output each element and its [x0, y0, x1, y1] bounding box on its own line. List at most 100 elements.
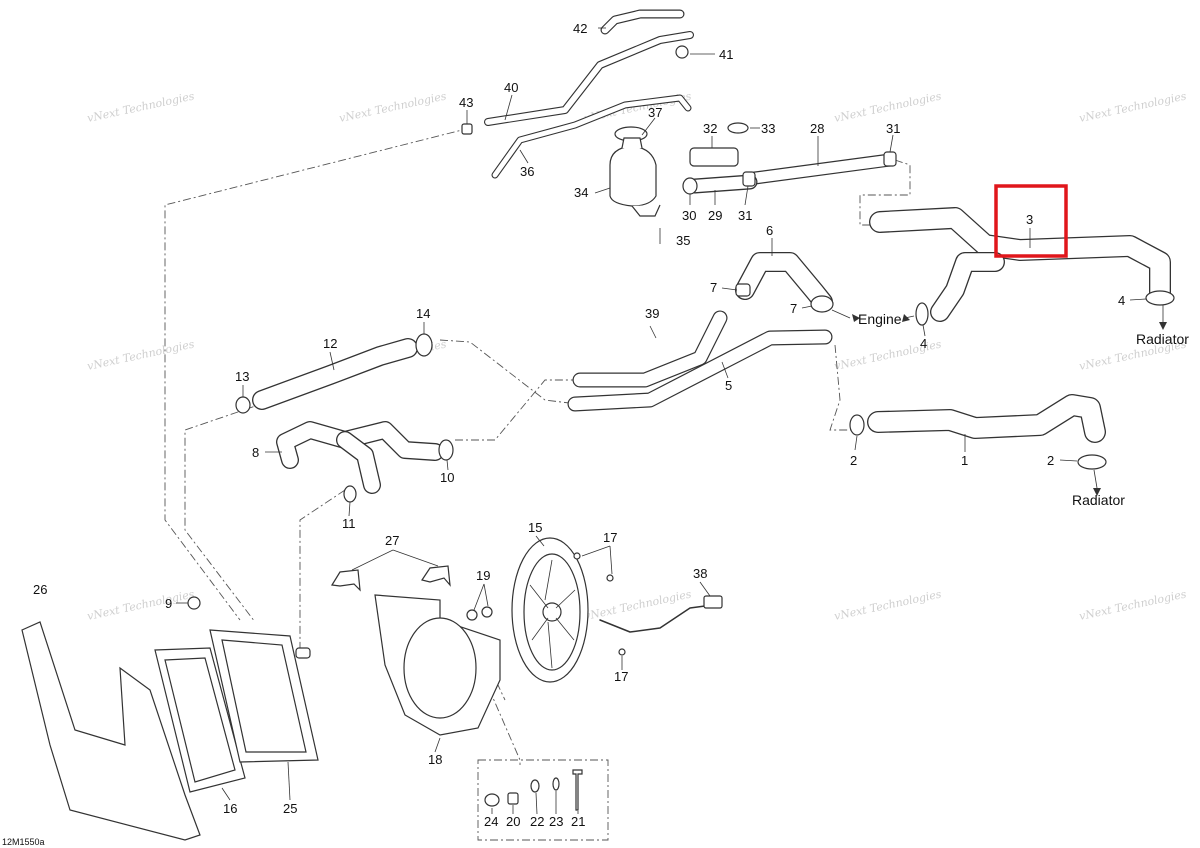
clamp-2 [849, 414, 865, 436]
washer-22 [530, 779, 540, 793]
screw-39 [649, 325, 657, 339]
callout-30[interactable]: 30 [682, 208, 696, 223]
arrow-head [902, 314, 910, 322]
nut-17 [618, 648, 626, 656]
callout-23[interactable]: 23 [549, 814, 563, 829]
leader [221, 787, 231, 801]
callout-31[interactable]: 31 [886, 121, 900, 136]
callout-34[interactable]: 34 [574, 185, 588, 200]
leader [721, 287, 738, 291]
arrow-head [1159, 322, 1167, 330]
callout-33[interactable]: 33 [761, 121, 775, 136]
watermark: vNext Technologies [86, 337, 196, 373]
callout-39[interactable]: 39 [645, 306, 659, 321]
clamp-7 [810, 295, 834, 313]
callout-11[interactable]: 11 [342, 516, 356, 531]
callout-16[interactable]: 16 [223, 801, 237, 816]
bracket-27 [331, 569, 361, 592]
shroud-opening [403, 617, 477, 719]
hardware-box [477, 759, 609, 841]
leader [1129, 298, 1147, 301]
grommet-19 [466, 609, 478, 621]
clamp-2 [1077, 454, 1107, 470]
leader [721, 361, 729, 379]
callout-8[interactable]: 8 [252, 445, 259, 460]
reservoir-bracket [631, 204, 661, 217]
callout-24[interactable]: 24 [484, 814, 498, 829]
leader [801, 305, 813, 309]
callout-43[interactable]: 43 [459, 95, 473, 110]
callout-14[interactable]: 14 [416, 306, 430, 321]
callout-29[interactable]: 29 [708, 208, 722, 223]
screen-16-inner [164, 657, 236, 783]
callout-21[interactable]: 21 [571, 814, 585, 829]
radiator-25-core [221, 639, 307, 753]
drawing-code: 12M1550a [2, 837, 45, 847]
callout-10[interactable]: 10 [440, 470, 454, 485]
sleeve-32 [689, 147, 739, 167]
washer-23 [552, 777, 560, 791]
watermark: vNext Technologies [1078, 89, 1188, 125]
callouts: 42 41 40 43 37 33 32 28 31 36 34 30 29 3… [33, 21, 1125, 829]
callout-35[interactable]: 35 [676, 233, 690, 248]
callout-15[interactable]: 15 [528, 520, 542, 535]
callout-40[interactable]: 40 [504, 80, 518, 95]
callout-9[interactable]: 9 [165, 596, 172, 611]
callout-7[interactable]: 7 [710, 280, 717, 295]
callout-38[interactable]: 38 [693, 566, 707, 581]
callout-36[interactable]: 36 [520, 164, 534, 179]
leader [348, 501, 351, 517]
callout-20[interactable]: 20 [506, 814, 520, 829]
callout-13[interactable]: 13 [235, 369, 249, 384]
watermark: vNext Technologies [86, 89, 196, 125]
routing-line [439, 339, 586, 406]
callout-27[interactable]: 27 [385, 533, 399, 548]
clamp-31 [883, 151, 897, 167]
callout-32[interactable]: 32 [703, 121, 717, 136]
callout-25[interactable]: 25 [283, 801, 297, 816]
reservoir-34 [609, 145, 657, 207]
callout-42[interactable]: 42 [573, 21, 587, 36]
routing-line [859, 159, 911, 226]
callout-5[interactable]: 5 [725, 378, 732, 393]
connector-38 [703, 595, 723, 609]
callout-18[interactable]: 18 [428, 752, 442, 767]
leader [581, 545, 613, 575]
highlight-box [994, 184, 1068, 258]
callout-1[interactable]: 1 [961, 453, 968, 468]
engine-label: Engine [858, 311, 902, 327]
arrow-head [1093, 488, 1101, 496]
callout-19[interactable]: 19 [476, 568, 490, 583]
bushing-20 [507, 792, 519, 805]
callout-12[interactable]: 12 [323, 336, 337, 351]
clamp-41 [675, 45, 689, 59]
callout-41[interactable]: 41 [719, 47, 733, 62]
leader [535, 792, 538, 815]
callout-2[interactable]: 2 [850, 453, 857, 468]
routing-line [164, 127, 471, 621]
callout-2[interactable]: 2 [1047, 453, 1054, 468]
callout-6[interactable]: 6 [766, 223, 773, 238]
routing-line [829, 344, 855, 431]
callout-31[interactable]: 31 [738, 208, 752, 223]
nut-17 [573, 552, 581, 560]
reservoir-neck [621, 137, 643, 149]
parts [21, 45, 1175, 841]
callout-7[interactable]: 7 [790, 301, 797, 316]
fan-blades [529, 559, 576, 669]
callout-17[interactable]: 17 [614, 669, 628, 684]
routing-line [469, 644, 521, 765]
callout-22[interactable]: 22 [530, 814, 544, 829]
leader [699, 581, 711, 597]
callout-37[interactable]: 37 [648, 105, 662, 120]
callout-3[interactable]: 3 [1026, 212, 1033, 227]
watermark: vNext Technologies [583, 89, 693, 125]
callout-4[interactable]: 4 [920, 336, 927, 351]
leader [504, 94, 513, 121]
clamp-13 [235, 396, 251, 414]
callout-28[interactable]: 28 [810, 121, 824, 136]
callout-17[interactable]: 17 [603, 530, 617, 545]
nut-17 [606, 574, 614, 582]
callout-26[interactable]: 26 [33, 582, 47, 597]
callout-4[interactable]: 4 [1118, 293, 1125, 308]
